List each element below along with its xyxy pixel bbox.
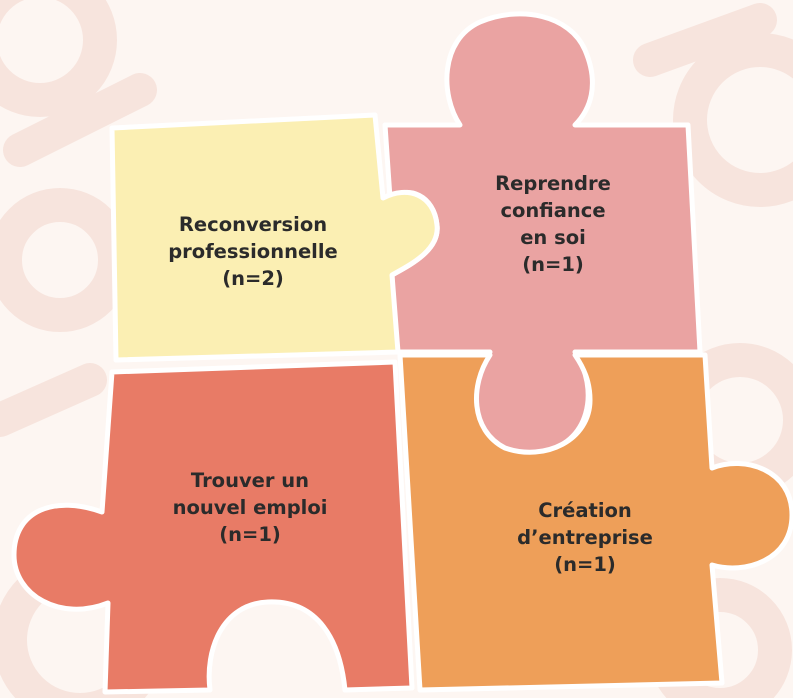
label-count: (n=1) <box>554 553 616 576</box>
label-line: en soi <box>520 226 586 249</box>
label-line: professionnelle <box>168 240 338 263</box>
label-line: d’entreprise <box>517 526 653 549</box>
label-line: Reprendre <box>495 172 611 195</box>
label-count: (n=2) <box>222 267 284 290</box>
puzzle-piece-yellow <box>109 112 440 363</box>
piece-label-entreprise: Création d’entreprise (n=1) <box>480 497 690 578</box>
puzzle-piece-orange <box>397 352 793 693</box>
label-count: (n=1) <box>219 523 281 546</box>
label-line: Trouver un <box>190 469 310 492</box>
piece-label-emploi: Trouver un nouvel emploi (n=1) <box>130 467 370 548</box>
label-line: confiance <box>500 199 606 222</box>
label-count: (n=1) <box>522 253 584 276</box>
piece-label-confiance: Reprendre confiance en soi (n=1) <box>468 170 638 278</box>
piece-label-reconversion: Reconversion professionnelle (n=2) <box>128 211 378 292</box>
label-line: Création <box>538 499 632 522</box>
label-line: nouvel emploi <box>172 496 328 519</box>
label-line: Reconversion <box>178 213 328 236</box>
puzzle-piece-red <box>11 359 415 695</box>
